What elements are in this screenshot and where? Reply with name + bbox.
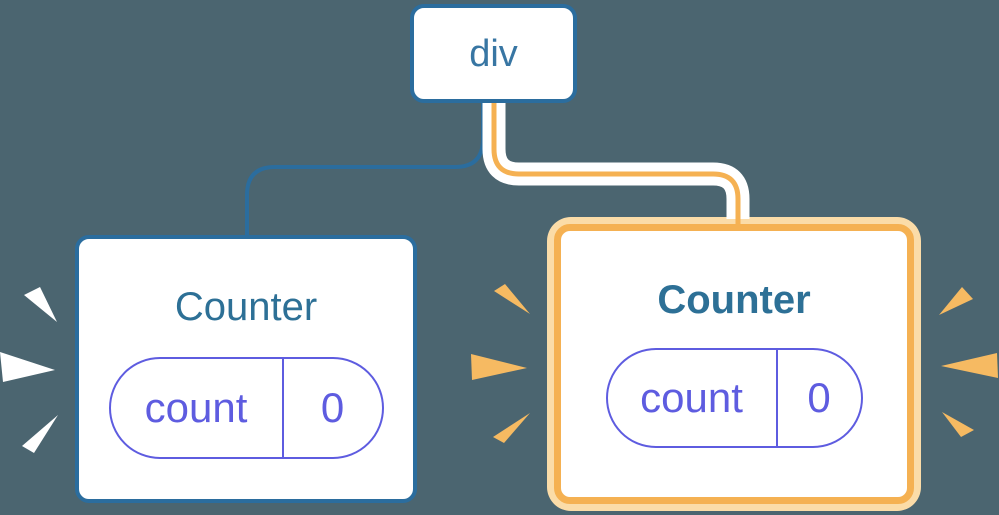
tree-node-counter-2-highlight-ring: Counter count 0 [547, 217, 921, 511]
burst-mark [942, 412, 974, 437]
root-node-label: div [469, 32, 518, 75]
state-pill: count 0 [108, 357, 384, 459]
state-pill: count 0 [605, 348, 863, 448]
burst-mark [0, 352, 55, 382]
edge-to-counter-1 [245, 103, 485, 237]
burst-marks-counter-1-left [0, 287, 58, 453]
state-key: count [111, 359, 284, 457]
edge-to-counter-2 [491, 103, 741, 231]
tree-node-div: div [410, 4, 577, 103]
state-value: 0 [320, 384, 345, 431]
component-title: Counter [174, 285, 318, 329]
burst-mark [941, 353, 998, 378]
tree-node-counter-1: Counter count 0 [75, 235, 417, 503]
state-value: 0 [807, 374, 831, 421]
burst-mark [493, 413, 530, 443]
component-title: Counter [657, 278, 811, 322]
burst-mark [24, 287, 57, 322]
burst-mark [939, 287, 973, 315]
burst-mark [494, 284, 530, 314]
edge-to-counter-2-casing [482, 103, 750, 219]
burst-marks-counter-2-right [939, 287, 998, 437]
burst-mark [22, 415, 58, 453]
burst-mark [471, 354, 527, 380]
tree-node-counter-2: Counter count 0 [554, 224, 914, 504]
burst-marks-counter-2-left [471, 284, 530, 443]
state-key: count [608, 350, 778, 446]
